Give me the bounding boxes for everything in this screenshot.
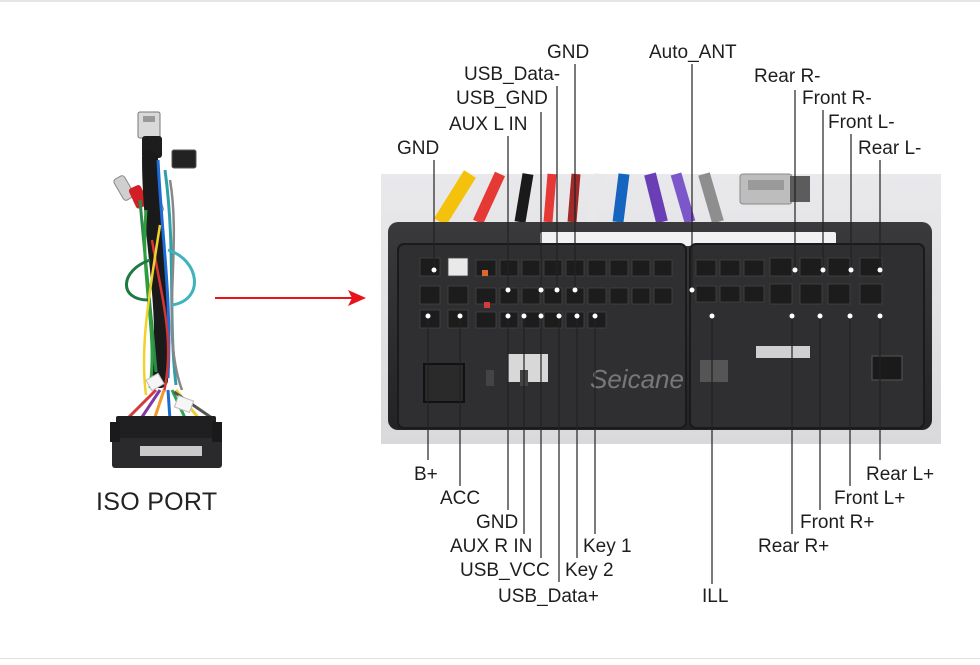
pin-label-bottom: Key 2 bbox=[565, 560, 614, 581]
leader-lines bbox=[427, 64, 881, 584]
pin-label-top: Rear R- bbox=[754, 66, 821, 87]
pin-label-top: Auto_ANT bbox=[649, 42, 737, 63]
connector-closeup-photo: Seicane bbox=[381, 170, 941, 444]
pin-label-bottom: USB_Data+ bbox=[498, 586, 599, 607]
top-divider bbox=[0, 0, 980, 2]
pin-label-top: GND bbox=[547, 42, 589, 63]
iso-port-caption: ISO PORT bbox=[96, 488, 218, 516]
pin-label-bottom: Front L+ bbox=[834, 488, 905, 509]
pin-label-top: Front R- bbox=[802, 88, 872, 109]
red-arrow-icon bbox=[215, 290, 366, 306]
pin-label-bottom: USB_VCC bbox=[460, 560, 550, 581]
pin-label-bottom: Key 1 bbox=[583, 536, 632, 557]
pin-label-top: USB_Data- bbox=[464, 64, 560, 85]
pin-label-top: AUX L IN bbox=[449, 114, 528, 135]
pin-label-bottom: GND bbox=[476, 512, 518, 533]
pin-markers bbox=[425, 267, 883, 319]
watermark: Seicane bbox=[590, 364, 684, 394]
pin-label-bottom: AUX R IN bbox=[450, 536, 532, 557]
pin-label-bottom: ILL bbox=[702, 586, 728, 607]
pin-label-top: Front L- bbox=[828, 112, 895, 133]
rca-plug-icon bbox=[113, 175, 135, 201]
top-pin-labels: GND USB_Data- USB_GND AUX L IN GND Auto_… bbox=[397, 42, 921, 159]
pin-label-top: Rear L- bbox=[858, 138, 921, 159]
pin-label-bottom: Rear L+ bbox=[866, 464, 934, 485]
pin-label-bottom: B+ bbox=[414, 464, 438, 485]
bottom-pin-labels: B+ ACC GND AUX R IN USB_VCC USB_Data+ Ke… bbox=[414, 464, 934, 607]
bottom-divider bbox=[0, 658, 980, 659]
usb-plug-icon bbox=[137, 111, 161, 139]
pin-label-bottom: ACC bbox=[440, 488, 480, 509]
pin-label-top: USB_GND bbox=[456, 88, 548, 109]
pin-label-bottom: Rear R+ bbox=[758, 536, 829, 557]
iso-harness-photo bbox=[110, 111, 222, 468]
pin-label-top: GND bbox=[397, 138, 439, 159]
pin-label-bottom: Front R+ bbox=[800, 512, 874, 533]
